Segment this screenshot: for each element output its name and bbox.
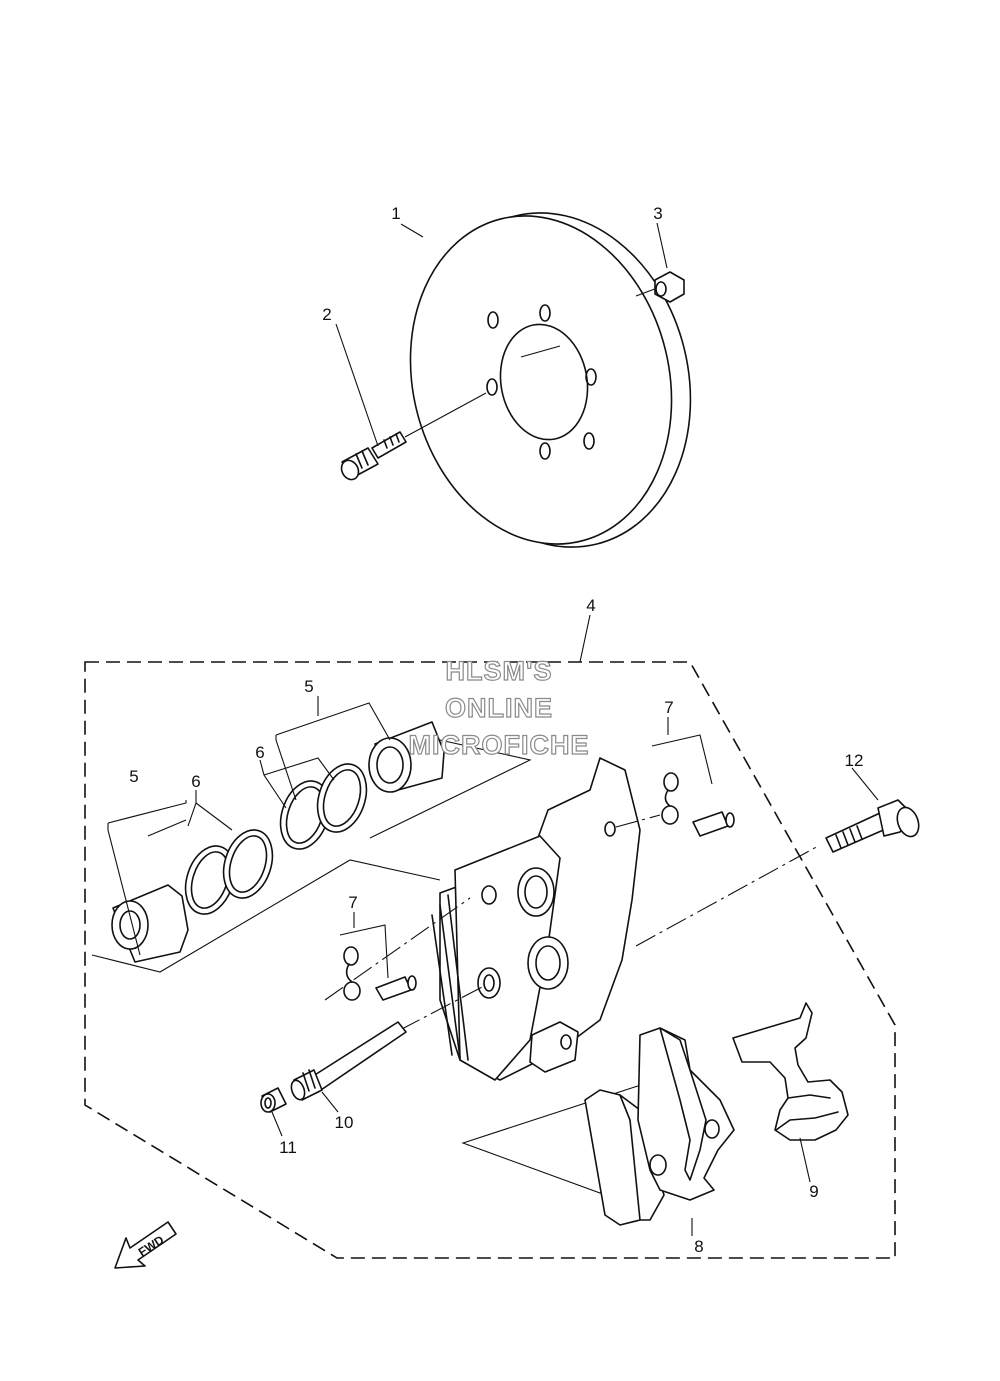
- bleed-screw-upper: [615, 772, 735, 837]
- callout-2: 2: [322, 305, 331, 324]
- caliper-bolt: [635, 799, 920, 947]
- callout-6a: 6: [255, 743, 264, 762]
- callout-4: 4: [586, 596, 595, 615]
- brake-pads: [461, 1027, 735, 1226]
- forward-direction-arrow: FWD: [114, 1221, 177, 1269]
- pad-pin: [290, 984, 487, 1101]
- watermark-line-2: ONLINE: [445, 693, 553, 723]
- callout-5a: 5: [304, 677, 313, 696]
- pad-spring: [732, 1002, 849, 1141]
- disc-bolt: [340, 392, 487, 481]
- caliper-body: [431, 757, 641, 1081]
- brake-disc: [409, 212, 692, 548]
- callout-5b: 5: [129, 767, 138, 786]
- callout-3: 3: [653, 204, 662, 223]
- callout-7b: 7: [348, 893, 357, 912]
- callout-7a: 7: [664, 698, 673, 717]
- piston-projection-left: [91, 859, 441, 973]
- disc-nut: [635, 271, 685, 303]
- callout-1: 1: [391, 204, 400, 223]
- seal-right: [279, 763, 368, 850]
- bleed-screw-lower: [324, 897, 471, 1001]
- watermark-line-3: MICROFICHE: [409, 730, 590, 760]
- piston-right: [368, 721, 445, 793]
- watermark-line-1: HLSM'S: [446, 656, 553, 686]
- caliper-assembly-boundary: [84, 661, 896, 1259]
- seal-left: [184, 829, 274, 915]
- callout-12: 12: [845, 751, 864, 770]
- callout-6b: 6: [191, 772, 200, 791]
- callout-11: 11: [279, 1138, 297, 1157]
- piston-projection-right: [369, 739, 532, 839]
- watermark: HLSM'S ONLINE MICROFICHE: [408, 655, 590, 760]
- callout-9: 9: [809, 1182, 818, 1201]
- pin-plug: [260, 1087, 287, 1113]
- leader-lines: [107, 222, 879, 1236]
- callout-10: 10: [335, 1113, 354, 1132]
- piston-left: [111, 884, 189, 963]
- callout-8: 8: [694, 1237, 703, 1256]
